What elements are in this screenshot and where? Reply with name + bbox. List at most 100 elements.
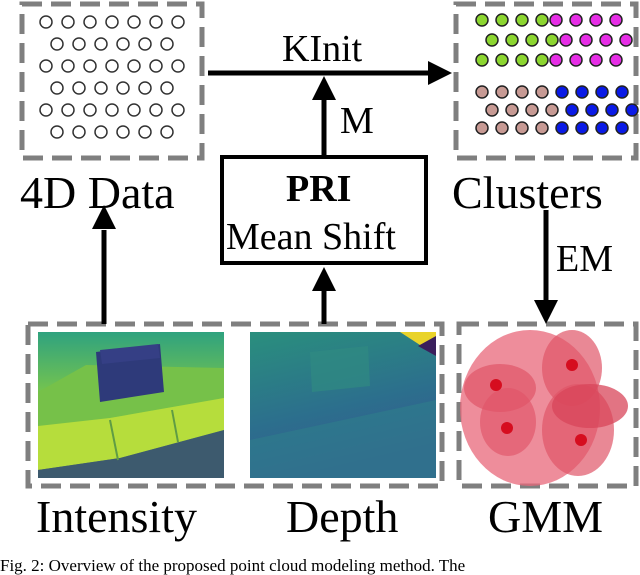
data-point xyxy=(116,125,130,139)
figure-caption: Fig. 2: Overview of the proposed point c… xyxy=(0,556,466,575)
input-images-frame xyxy=(25,321,445,489)
cluster-point xyxy=(525,103,539,117)
pri-label: PRI xyxy=(286,168,352,210)
cluster-point xyxy=(495,85,509,99)
data-point xyxy=(105,15,119,29)
cluster-point xyxy=(515,13,529,27)
data-point xyxy=(39,103,53,117)
cluster-point xyxy=(475,13,489,27)
cluster-point xyxy=(605,103,619,117)
kinit-arrowhead xyxy=(428,61,452,85)
data-point xyxy=(160,37,174,51)
m-arrowhead xyxy=(312,76,336,100)
cluster-point xyxy=(569,53,583,67)
em-arrowhead xyxy=(534,300,558,324)
cluster-point xyxy=(545,33,559,47)
cluster-point xyxy=(505,103,519,117)
clusters-label: Clusters xyxy=(452,167,603,218)
cluster-point xyxy=(565,103,579,117)
data-point xyxy=(39,15,53,29)
cluster-point xyxy=(625,103,639,117)
cluster-point xyxy=(615,121,629,135)
data4d-frame xyxy=(19,1,205,161)
data-point xyxy=(171,103,185,117)
gmm-label: GMM xyxy=(488,491,604,542)
cluster-point xyxy=(505,33,519,47)
data4d-points xyxy=(39,15,185,139)
cluster-point xyxy=(599,33,613,47)
cluster-point xyxy=(575,121,589,135)
intensity-up-arrowhead xyxy=(92,205,116,229)
cluster-point xyxy=(515,53,529,67)
data-point xyxy=(61,103,75,117)
data-point xyxy=(72,81,86,95)
data-point xyxy=(116,81,130,95)
data4d-label: 4D Data xyxy=(20,167,175,218)
cluster-point xyxy=(585,103,599,117)
cluster-point xyxy=(589,13,603,27)
cluster-point xyxy=(535,13,549,27)
depth-up-arrowhead xyxy=(312,267,336,291)
cluster-point xyxy=(549,53,563,67)
cluster-point xyxy=(475,121,489,135)
cluster-point xyxy=(515,85,529,99)
data-point xyxy=(72,125,86,139)
cluster-point xyxy=(595,121,609,135)
data-point xyxy=(127,103,141,117)
data-point xyxy=(94,125,108,139)
data-point xyxy=(149,59,163,73)
cluster-point xyxy=(495,121,509,135)
depth-image xyxy=(250,332,436,478)
cluster-points xyxy=(475,13,639,135)
data-point xyxy=(149,15,163,29)
cluster-point xyxy=(619,33,633,47)
data-point xyxy=(105,103,119,117)
cluster-point xyxy=(595,85,609,99)
data-point xyxy=(83,103,97,117)
cluster-point xyxy=(579,33,593,47)
clusters-frame xyxy=(453,1,639,161)
data-point xyxy=(83,59,97,73)
data-point xyxy=(61,59,75,73)
cluster-point xyxy=(525,33,539,47)
data-point xyxy=(127,15,141,29)
data-point xyxy=(105,59,119,73)
data-point xyxy=(171,15,185,29)
cluster-point xyxy=(495,53,509,67)
data-point xyxy=(50,81,64,95)
data-point xyxy=(160,125,174,139)
data-point xyxy=(138,37,152,51)
depth-label: Depth xyxy=(286,491,399,542)
meanshift-label: Mean Shift xyxy=(226,216,396,258)
cluster-point xyxy=(559,33,573,47)
cluster-point xyxy=(475,53,489,67)
intensity-image xyxy=(38,332,224,478)
cluster-point xyxy=(609,13,623,27)
data-point xyxy=(127,59,141,73)
cluster-point xyxy=(555,85,569,99)
data-point xyxy=(138,81,152,95)
cluster-point xyxy=(535,85,549,99)
gmm-frame xyxy=(456,321,639,489)
data-point xyxy=(39,59,53,73)
cluster-point xyxy=(569,13,583,27)
cluster-point xyxy=(575,85,589,99)
cluster-point xyxy=(485,103,499,117)
m-label: M xyxy=(340,100,374,142)
arrows xyxy=(92,61,558,324)
cluster-point xyxy=(515,121,529,135)
data-point xyxy=(61,15,75,29)
cluster-point xyxy=(549,13,563,27)
cluster-point xyxy=(475,85,489,99)
data-point xyxy=(160,81,174,95)
cluster-point xyxy=(555,121,569,135)
gmm-components xyxy=(460,330,628,486)
data-point xyxy=(138,125,152,139)
data-point xyxy=(83,15,97,29)
data-point xyxy=(94,81,108,95)
cluster-point xyxy=(535,121,549,135)
kinit-label: KInit xyxy=(282,28,363,70)
data-point xyxy=(72,37,86,51)
data-point xyxy=(171,59,185,73)
